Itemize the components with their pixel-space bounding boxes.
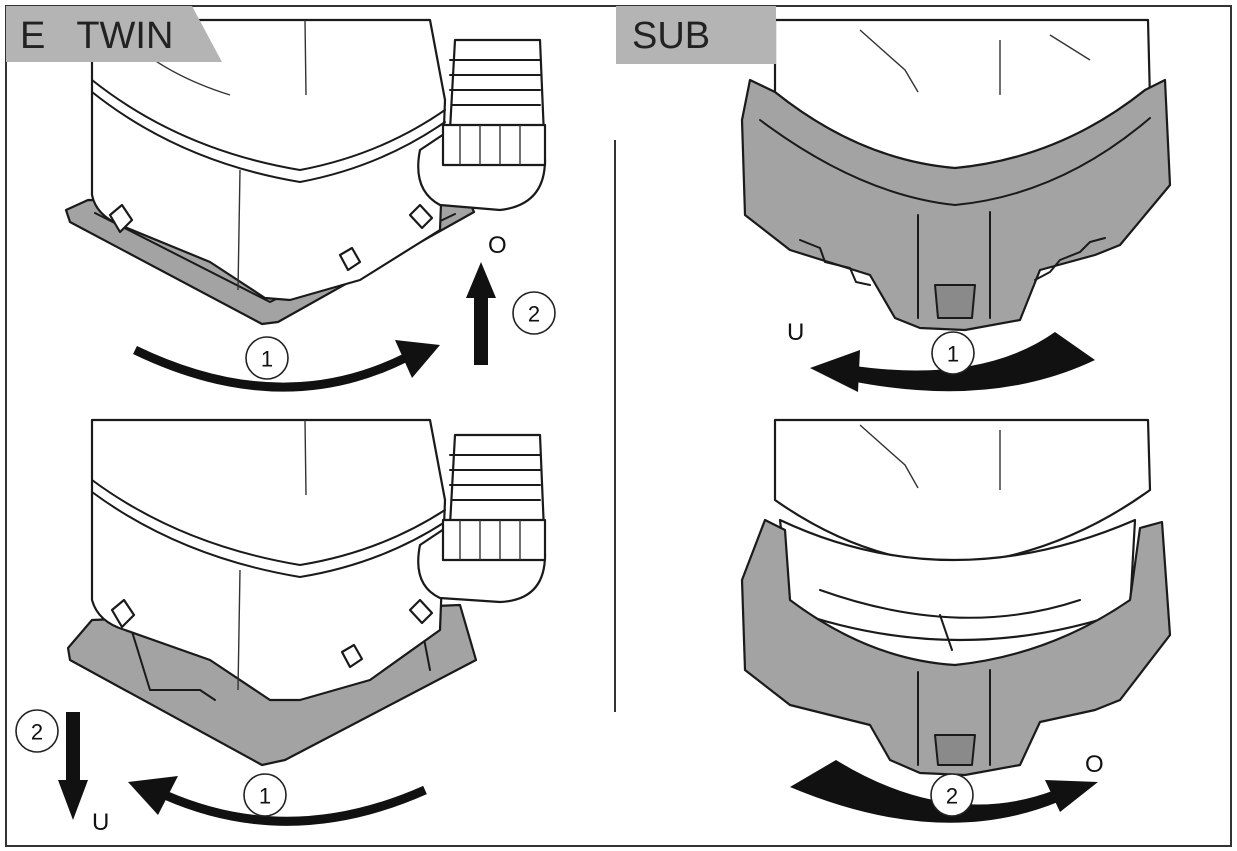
- twin-bottom-step-1-circle: [243, 773, 287, 817]
- twin-bottom-step-2-circle: [15, 709, 59, 753]
- twin-top-rotate-arrow: [133, 340, 440, 392]
- twin-bottom-illustration: [66, 418, 547, 767]
- sub-top-step-1: 1: [947, 342, 959, 367]
- twin-bottom-step-1: 1: [259, 784, 271, 809]
- twin-top-illustration: [64, 18, 547, 326]
- twin-bottom-direction-label: U: [92, 809, 109, 836]
- twin-bottom-rotate-arrow: [128, 776, 427, 826]
- twin-bottom-step-2: 2: [31, 720, 43, 745]
- tab-sub-label: SUB: [632, 15, 710, 57]
- sub-bottom-step-2: 2: [946, 784, 958, 809]
- tab-e-twin: E TWIN: [6, 6, 222, 62]
- twin-bottom-down-arrow: [58, 712, 88, 820]
- sub-bottom-rotate-arrow: [790, 760, 1098, 823]
- sub-bottom-direction-label: O: [1085, 751, 1104, 778]
- sub-top-rotate-arrow: [810, 332, 1095, 392]
- sub-top-direction-label: U: [787, 319, 804, 346]
- twin-top-step-1: 1: [261, 347, 273, 372]
- tab-e-twin-label: E TWIN: [20, 15, 173, 57]
- sub-bottom-step-2-circle: [930, 773, 974, 817]
- twin-top-step-2-circle: [512, 291, 556, 335]
- sub-bottom-illustration: [740, 418, 1172, 777]
- twin-top-step-1-circle: [245, 336, 289, 380]
- twin-top-step-2: 2: [528, 302, 540, 327]
- sub-top-step-1-circle: [931, 331, 975, 375]
- tab-sub: SUB: [616, 6, 776, 64]
- sub-top-illustration: [740, 18, 1172, 332]
- twin-top-direction-label: O: [488, 232, 507, 259]
- twin-top-up-arrow: [466, 262, 496, 365]
